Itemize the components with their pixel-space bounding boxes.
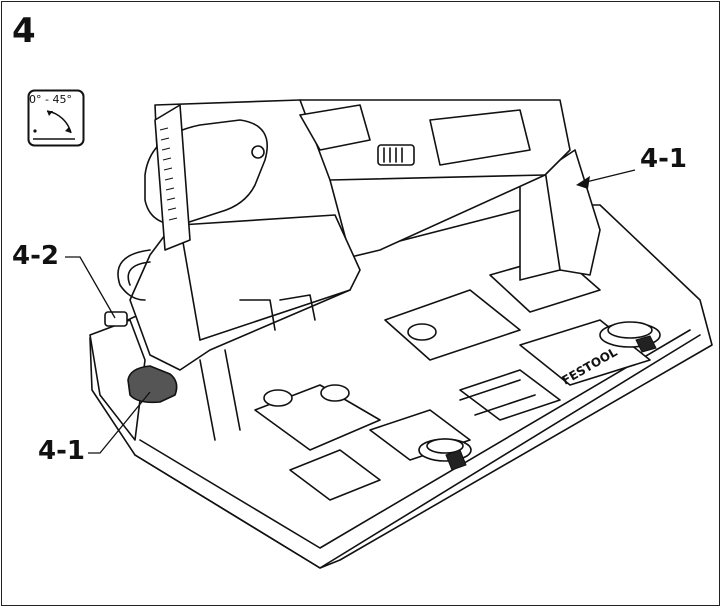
blade-guard	[129, 214, 361, 371]
callout-4-1-left: 4-1	[38, 436, 85, 466]
arrow-right	[576, 176, 590, 189]
bevel-angle-label: 0° - 45°	[29, 93, 72, 106]
leader-line-right	[581, 169, 636, 184]
leader-line-knob	[65, 256, 116, 319]
bevel-angle-icon	[27, 89, 85, 147]
leader-line-lever	[88, 391, 151, 454]
lever-left	[127, 365, 178, 404]
callout-4-1-right: 4-1	[640, 144, 687, 174]
callout-4-2: 4-2	[12, 241, 59, 271]
step-number: 4	[12, 11, 36, 51]
